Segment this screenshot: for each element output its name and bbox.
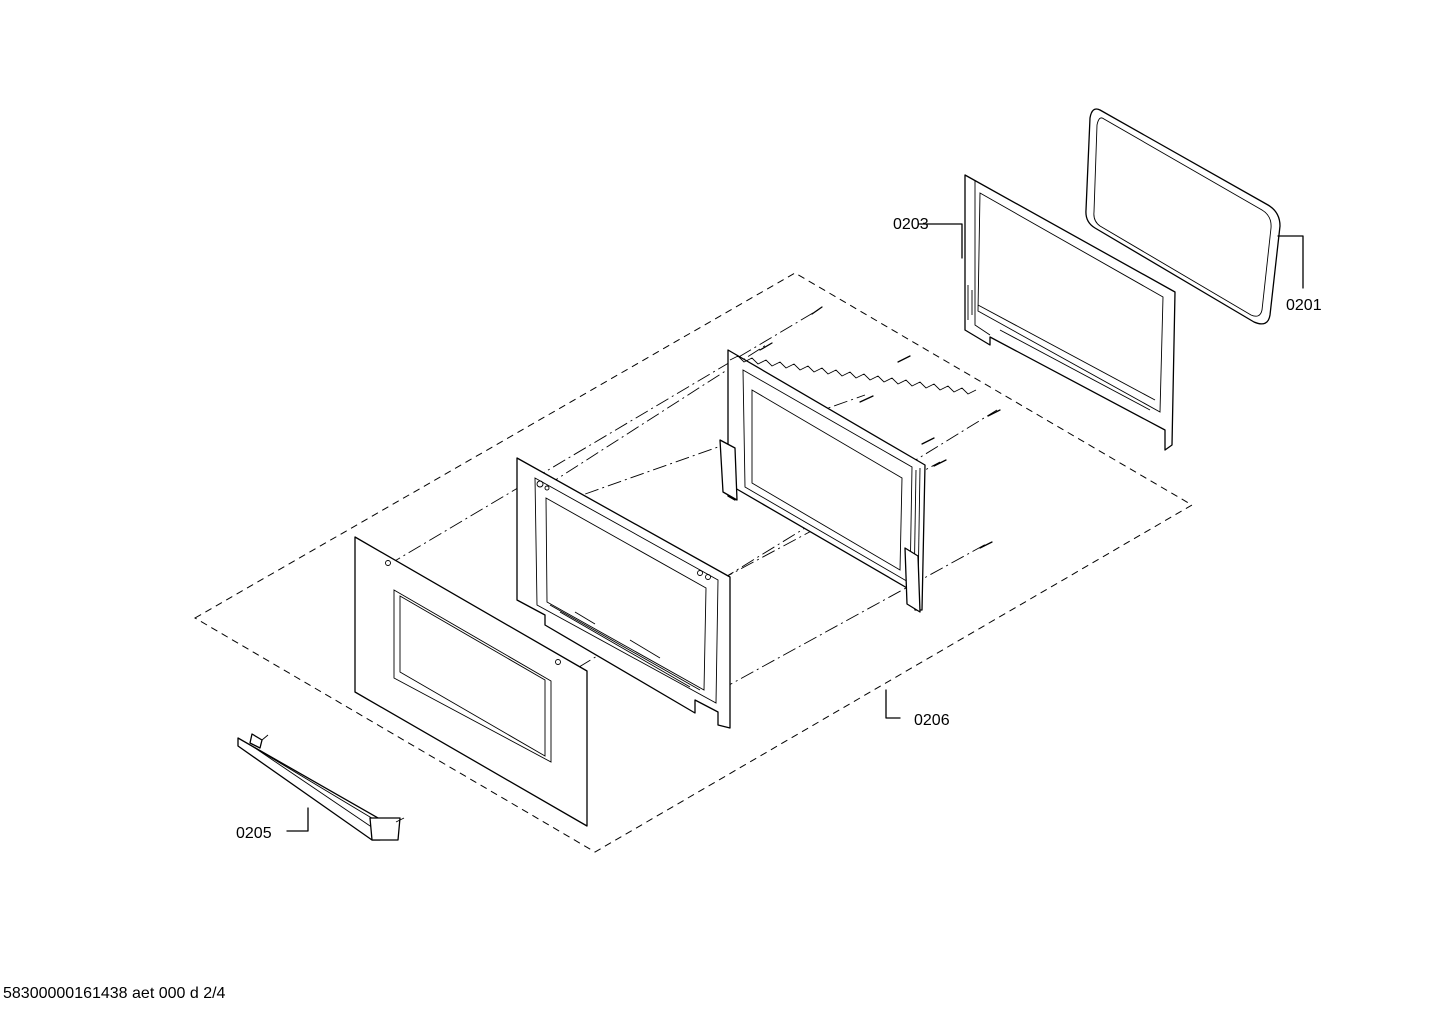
part-gasket-0201	[1085, 108, 1281, 325]
part-inner-frame-0203	[964, 174, 1176, 451]
part-label-0203: 0203	[893, 216, 929, 233]
drawing-code: 58300000161438 aet 000 d 2/4	[3, 985, 226, 1002]
leader-lines	[286, 223, 1304, 832]
assembly-boundary-0206	[194, 272, 1193, 853]
part-outer-glass	[354, 536, 588, 827]
part-label-0201: 0201	[1286, 297, 1322, 314]
part-front-inner-frame	[516, 457, 731, 729]
part-handle-0205	[237, 733, 405, 841]
part-middle-frame	[719, 349, 977, 613]
screws	[759, 306, 1001, 549]
part-label-0206: 0206	[914, 712, 950, 729]
part-label-0205: 0205	[236, 825, 272, 842]
